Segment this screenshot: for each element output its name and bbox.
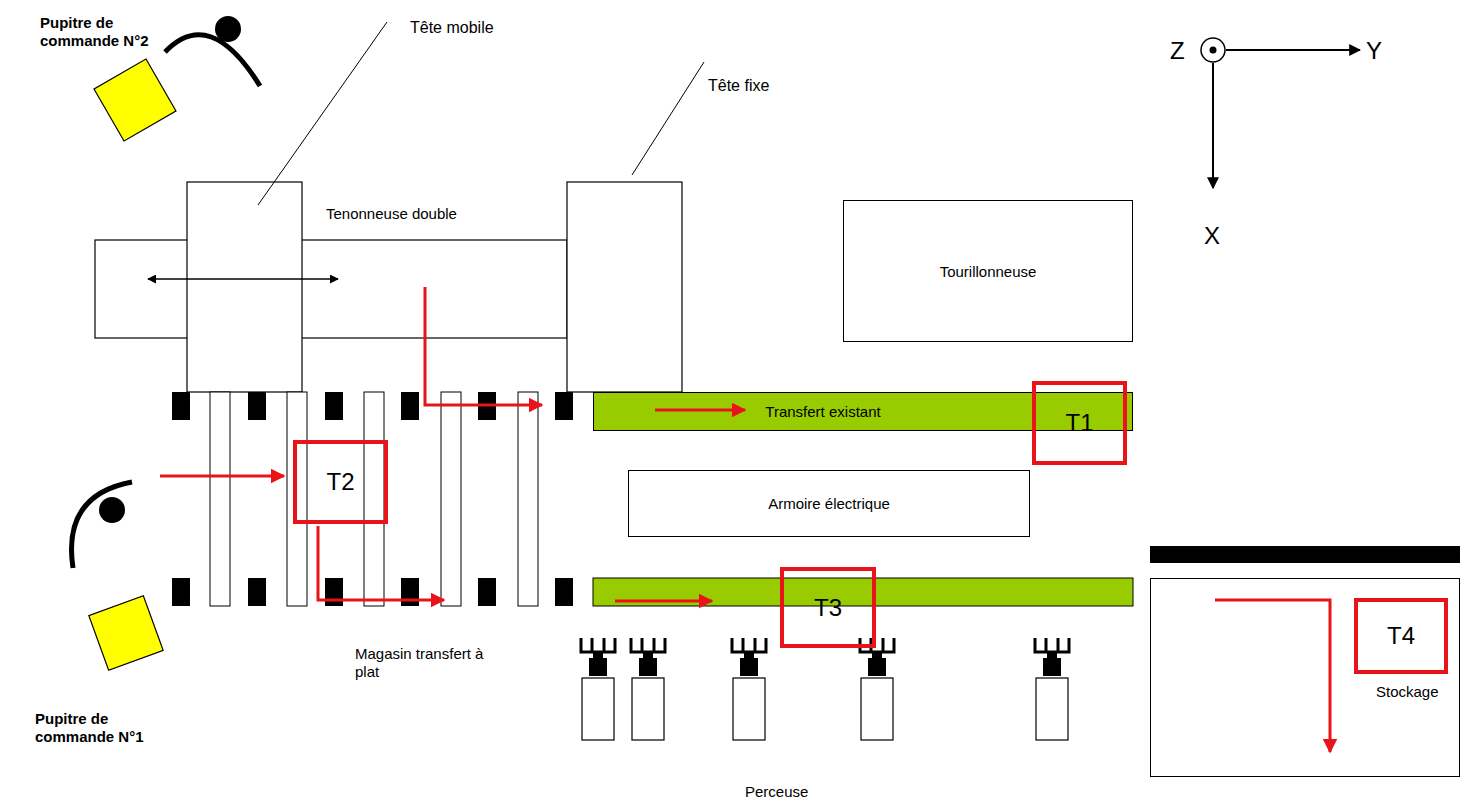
machine-label: Perceuse <box>745 783 808 801</box>
station-box: T3 <box>780 567 876 648</box>
tenoner-machine <box>95 182 682 392</box>
travel-arrow <box>148 278 338 280</box>
conveyor-band: Transfert existant <box>593 392 1133 431</box>
console-label: Pupitre de commande N°1 <box>35 710 160 746</box>
node-text: T3 <box>814 594 842 622</box>
machine-label: Tenonneuse double <box>326 205 457 223</box>
machine-box: Tourillonneuse <box>843 200 1133 342</box>
flat-transfer-magazine <box>172 392 573 606</box>
console-label: Pupitre de commande N°2 <box>40 14 165 50</box>
station-box: T1 <box>1032 381 1127 465</box>
node-text: Armoire électrique <box>768 495 890 512</box>
station-box: T4 <box>1354 598 1448 674</box>
node-text: T4 <box>1387 622 1415 650</box>
cabinet-box: Armoire électrique <box>628 470 1030 537</box>
leader-line <box>258 22 387 205</box>
leader-line <box>632 62 704 175</box>
magazine-label: Magasin transfert à plat <box>355 645 503 681</box>
operator-1 <box>72 482 164 670</box>
flow-arrows <box>160 287 1330 752</box>
drill-units <box>581 638 1069 740</box>
station-box: T2 <box>293 440 388 524</box>
node-text: T2 <box>326 468 354 496</box>
storage-bar <box>1150 546 1460 563</box>
node-text: T1 <box>1065 409 1093 437</box>
axis-label: X <box>1204 222 1220 251</box>
node-text: Transfert existant <box>765 403 880 420</box>
axes <box>1201 38 1360 188</box>
conveyor <box>593 578 1133 606</box>
part-label: Tête fixe <box>708 76 769 95</box>
part-label: Tête mobile <box>410 18 494 37</box>
axis-label: Y <box>1366 37 1382 66</box>
axis-label: Z <box>1170 37 1185 66</box>
node-text: Stockage <box>1376 683 1439 700</box>
node-text: Tourillonneuse <box>940 263 1037 280</box>
storage-area: Stockage T4 <box>1150 578 1460 777</box>
